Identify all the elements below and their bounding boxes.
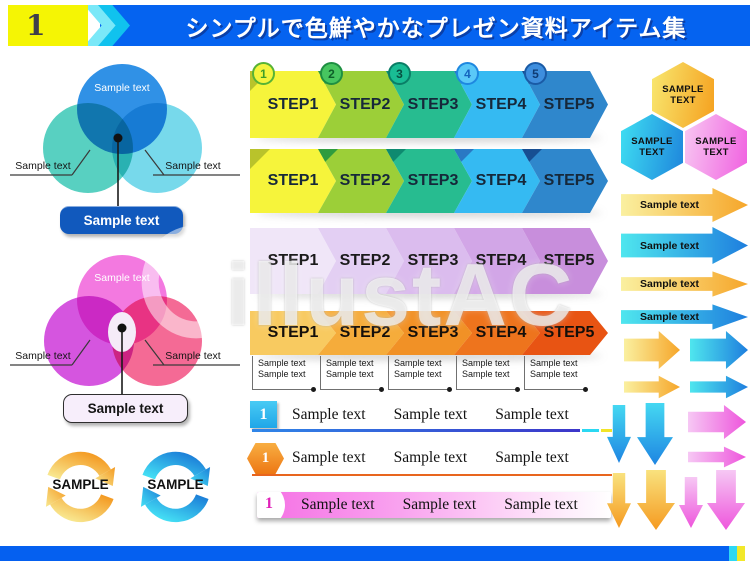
list-number-badge: 1 [250, 401, 277, 428]
venn-blue-circle-right [112, 103, 202, 193]
step-number-badge: 2 [320, 62, 343, 85]
venn-pink-right-label: Sample text [165, 350, 221, 362]
list-underline [252, 429, 612, 432]
footer-bar [0, 546, 729, 561]
venn-blue-callout-lines [10, 133, 240, 208]
row-shadow [256, 209, 602, 217]
arrow-right-blue-icon [690, 331, 748, 369]
header-bar [100, 5, 750, 46]
arrow-right-orange-labeled: Sample text [621, 271, 748, 297]
list-number-badge: 1 [265, 495, 273, 512]
step-number-badge: 4 [456, 62, 479, 85]
venn-blue-top-label: Sample text [94, 82, 150, 94]
cycle-arrows-orange [45, 451, 116, 523]
venn-pink-callout-lines [10, 323, 240, 395]
page-number: 1 [8, 5, 88, 46]
arrow-right-orange-icon [624, 375, 680, 399]
arrow-down-pink-icon [707, 470, 745, 530]
arrow-right-blue-labeled: Sample text [621, 304, 748, 330]
cycle-blue-label: SAMPLE [147, 476, 204, 492]
venn-pink-top-label: Sample text [94, 272, 150, 284]
page-title: シンプルで色鮮やかなプレゼン資料アイテム集 [185, 14, 687, 41]
arrow-right-pink-icon [688, 446, 746, 468]
footer-accent-yellow [737, 546, 745, 561]
arrow-right-orange-labeled: Sample text [621, 188, 748, 222]
cycle-orange-label: SAMPLE [52, 476, 109, 492]
step-number-badge: 3 [388, 62, 411, 85]
arrow-down-orange-icon [637, 470, 675, 530]
row-shadow [256, 290, 602, 298]
step-chevron: STEP4 [454, 228, 540, 294]
venn-pink-button[interactable]: Sample text [63, 394, 188, 423]
step-number-badge: 1 [252, 62, 275, 85]
venn-pink-left-label: Sample text [15, 350, 71, 362]
arrow-right-blue-icon [690, 375, 748, 399]
step-chevron: STEP1 [250, 228, 336, 294]
list-underline [252, 474, 612, 476]
banner-notch [257, 492, 285, 518]
venn-blue-right-label: Sample text [165, 160, 221, 172]
venn-blue-left-label: Sample text [15, 160, 71, 172]
arrow-right-pink-icon [688, 405, 746, 439]
footer-accent-cyan [729, 546, 737, 561]
venn-blue-button[interactable]: Sample text [60, 206, 183, 234]
step-number-badge: 5 [524, 62, 547, 85]
list-number-badge: 1 [247, 443, 284, 474]
cycle-arrows-blue [140, 451, 211, 523]
step-chevron: STEP1 [250, 311, 336, 355]
arrow-down-blue-icon [637, 403, 673, 465]
step-chevron: STEP1 [250, 149, 336, 213]
arrow-right-orange-icon [624, 331, 680, 369]
arrow-right-blue-labeled: Sample text [621, 227, 748, 264]
step-chevron: STEP5 [522, 228, 608, 294]
row-shadow [256, 352, 602, 360]
row-shadow [256, 134, 602, 142]
arrow-down-pink-icon [679, 477, 703, 528]
arrow-down-blue-icon [607, 405, 631, 463]
